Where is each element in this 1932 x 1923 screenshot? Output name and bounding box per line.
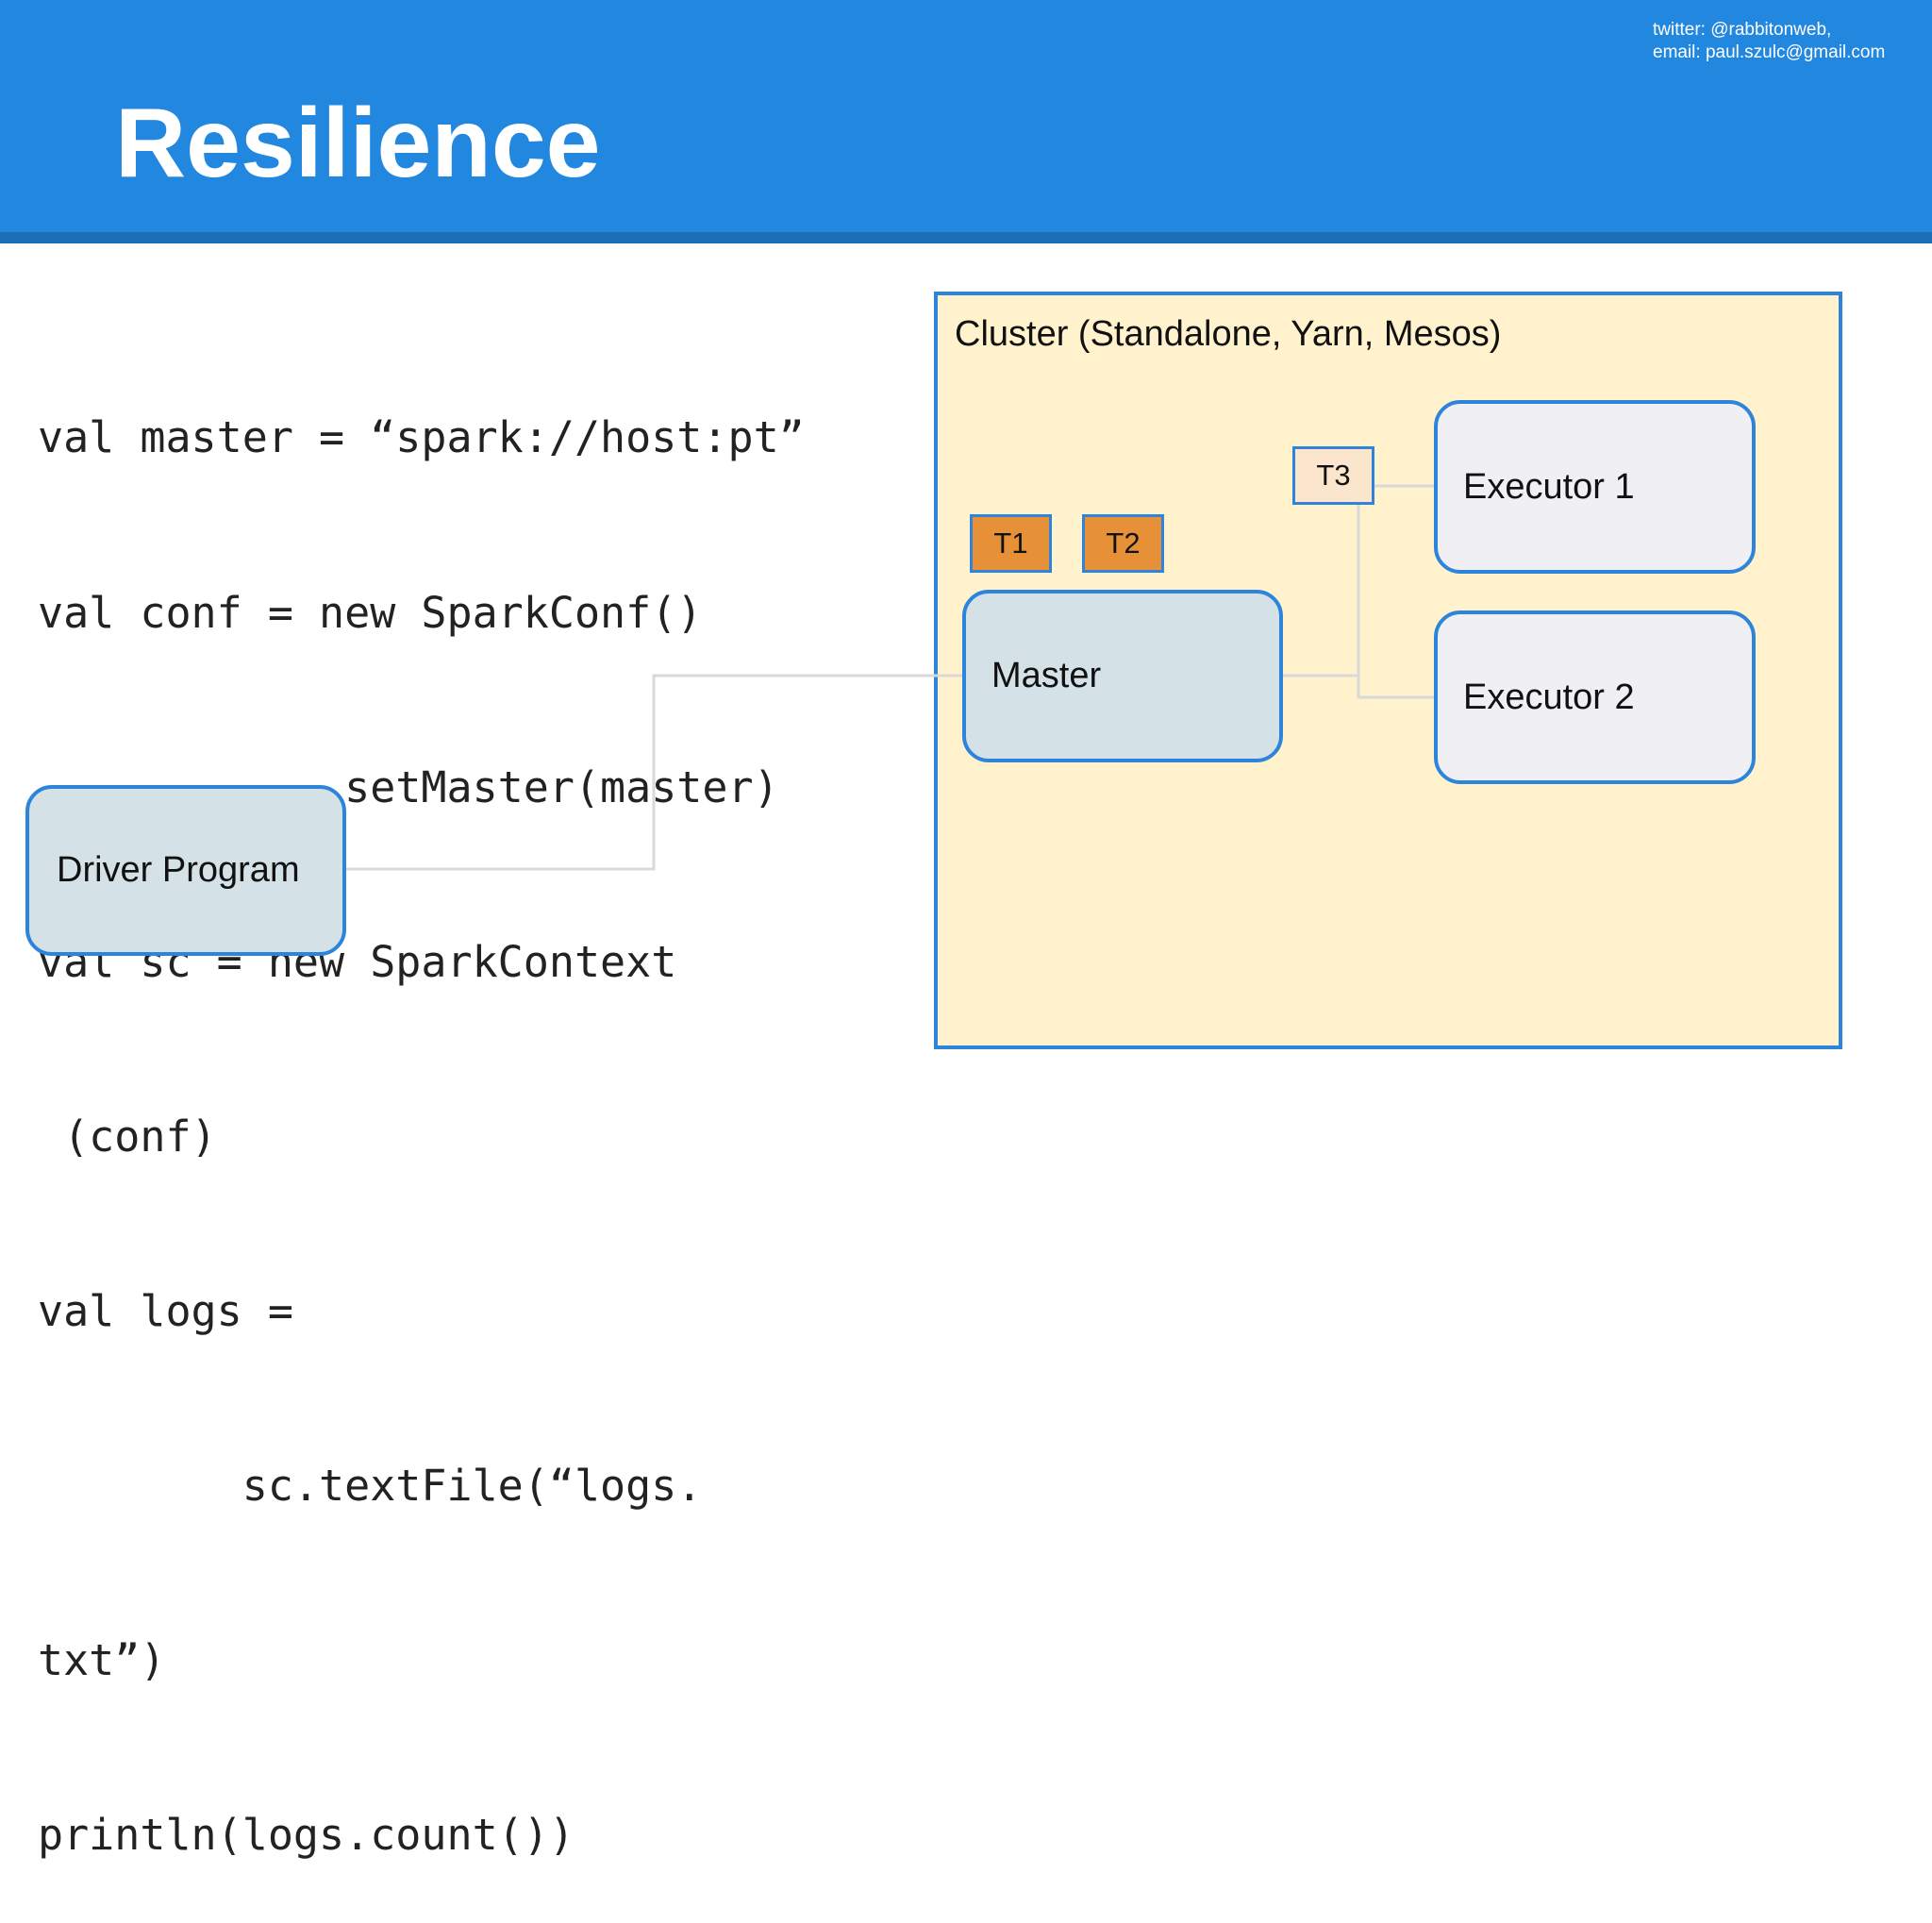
executor2-connector	[1357, 676, 1436, 699]
email-address: email: paul.szulc@gmail.com	[1653, 42, 1886, 62]
code-line: sc.textFile(“logs.	[38, 1460, 703, 1511]
task-t3: T3	[1292, 446, 1374, 505]
executor-2-node: Executor 2	[1434, 610, 1756, 784]
code-line: (conf)	[38, 1111, 217, 1162]
master-label: Master	[991, 656, 1102, 695]
driver-master-connector	[345, 674, 963, 871]
code-line: val master = “spark://host:pt”	[38, 412, 805, 463]
spark-code-snippet: val master = “spark://host:pt” val conf …	[38, 293, 805, 1923]
task-t2: T2	[1082, 514, 1164, 573]
cluster-label: Cluster (Standalone, Yarn, Mesos)	[955, 314, 1502, 354]
task-t1-label: T1	[993, 527, 1028, 560]
executor1-connector	[1357, 484, 1436, 697]
driver-program-node: Driver Program	[25, 785, 346, 956]
master-node: Master	[962, 590, 1283, 762]
code-line: txt”)	[38, 1635, 166, 1686]
executor-1-node: Executor 1	[1434, 400, 1756, 574]
driver-program-label: Driver Program	[57, 850, 300, 890]
author-contact: twitter: @rabbitonweb, email: paul.szulc…	[1653, 19, 1885, 64]
task-t3-label: T3	[1316, 459, 1351, 492]
header-divider	[0, 232, 1932, 243]
code-line: val logs =	[38, 1285, 293, 1336]
twitter-handle: twitter: @rabbitonweb,	[1653, 20, 1832, 40]
executor-1-label: Executor 1	[1463, 466, 1635, 507]
slide-title: Resilience	[115, 89, 601, 198]
task-t2-label: T2	[1106, 527, 1141, 560]
executor-2-label: Executor 2	[1463, 677, 1635, 717]
code-line: .setMaster(master)	[38, 761, 779, 812]
task-t1: T1	[970, 514, 1052, 573]
code-line: println(logs.count())	[38, 1810, 575, 1861]
code-line: val conf = new SparkConf()	[38, 587, 703, 638]
slide-header	[0, 0, 1932, 232]
